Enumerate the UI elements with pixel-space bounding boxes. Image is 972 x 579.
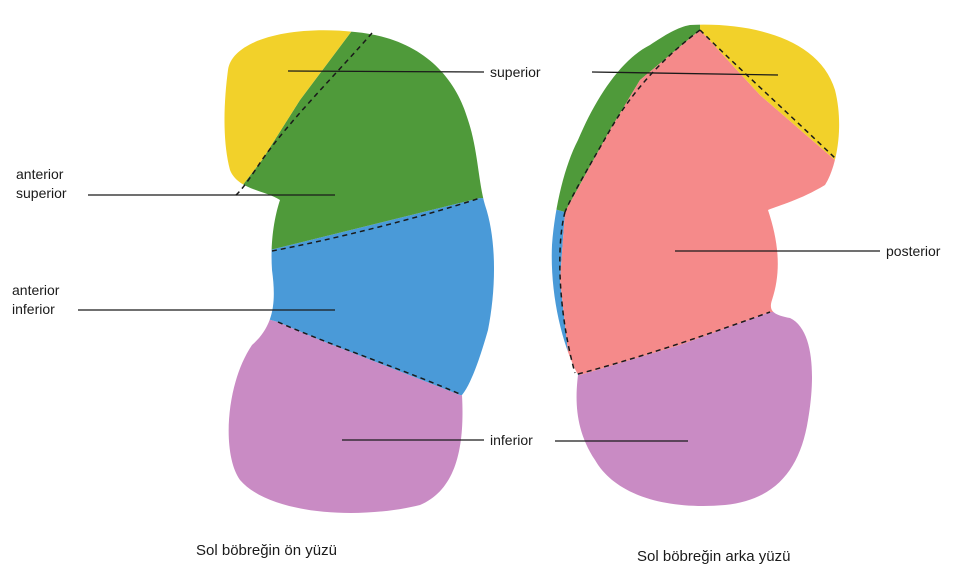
back-kidney (540, 0, 860, 560)
label-posterior: posterior (886, 242, 940, 261)
caption-back: Sol böbreğin arka yüzü (637, 548, 790, 565)
label-anterior-inferior-line2: inferior (12, 300, 55, 319)
label-anterior-inferior-line1: anterior (12, 281, 59, 300)
label-superior: superior (490, 63, 541, 82)
caption-front: Sol böbreğin ön yüzü (196, 542, 337, 559)
label-anterior-superior-line2: superior (16, 184, 67, 203)
front-kidney (200, 0, 520, 560)
label-anterior-superior-line1: anterior (16, 165, 63, 184)
label-inferior: inferior (490, 431, 533, 450)
